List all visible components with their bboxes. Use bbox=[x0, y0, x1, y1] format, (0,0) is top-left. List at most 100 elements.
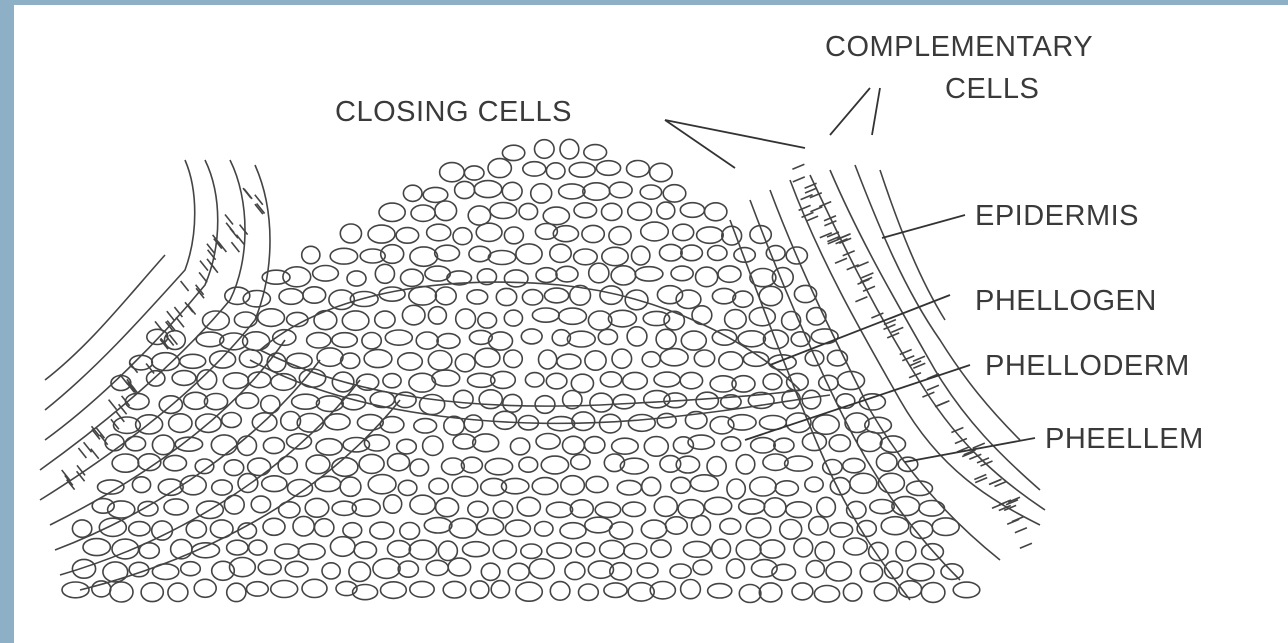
cell-wall bbox=[84, 442, 92, 452]
cell bbox=[582, 225, 604, 242]
cell bbox=[532, 478, 558, 495]
cell bbox=[279, 502, 300, 518]
cell bbox=[287, 434, 312, 449]
cell bbox=[340, 477, 361, 496]
cell-wall bbox=[169, 335, 177, 345]
cell bbox=[504, 310, 522, 326]
cell bbox=[739, 585, 761, 603]
cell bbox=[449, 518, 476, 538]
label-phelloderm: PHELLODERM bbox=[985, 350, 1190, 382]
cell bbox=[565, 562, 585, 579]
cell-wall bbox=[992, 503, 1004, 508]
cell bbox=[805, 351, 824, 366]
cell bbox=[722, 226, 742, 245]
cell bbox=[712, 288, 735, 303]
cell bbox=[751, 438, 776, 453]
cell bbox=[510, 438, 529, 455]
cell bbox=[164, 499, 188, 515]
cell-wall bbox=[990, 479, 1002, 484]
cell bbox=[103, 562, 128, 582]
cell bbox=[227, 583, 246, 601]
cell bbox=[341, 353, 360, 368]
cell-drawing bbox=[40, 139, 1045, 602]
cell bbox=[473, 434, 499, 452]
cell bbox=[464, 166, 484, 180]
cell bbox=[403, 185, 422, 201]
cell bbox=[164, 455, 187, 470]
cell-wall bbox=[181, 281, 189, 291]
cell bbox=[452, 476, 478, 496]
cell bbox=[623, 502, 646, 516]
cell bbox=[535, 522, 553, 537]
cell bbox=[727, 479, 745, 499]
complementary-pointer-b bbox=[872, 88, 880, 135]
cell bbox=[316, 396, 343, 412]
cell bbox=[125, 436, 145, 450]
cell bbox=[251, 496, 270, 513]
cell bbox=[728, 415, 756, 430]
cell bbox=[560, 523, 586, 539]
cell bbox=[211, 435, 237, 455]
cell bbox=[660, 349, 688, 366]
cell bbox=[388, 454, 410, 471]
cell bbox=[315, 519, 334, 537]
cell bbox=[263, 438, 284, 454]
cell bbox=[627, 327, 647, 346]
cell bbox=[364, 435, 389, 451]
cell bbox=[571, 374, 593, 392]
cell bbox=[600, 372, 621, 387]
cell bbox=[657, 413, 676, 427]
label-complementary-1: COMPLEMENTARY bbox=[825, 31, 1093, 63]
cell-wall bbox=[927, 385, 939, 390]
cell bbox=[843, 458, 865, 472]
cell bbox=[749, 307, 775, 325]
cell bbox=[502, 145, 524, 160]
cell bbox=[437, 334, 460, 349]
cell bbox=[292, 394, 320, 409]
cell bbox=[496, 288, 516, 305]
cell bbox=[488, 251, 515, 265]
cell bbox=[481, 563, 500, 580]
cell bbox=[298, 544, 325, 560]
cell bbox=[696, 267, 718, 287]
cell bbox=[502, 182, 522, 200]
cell bbox=[650, 163, 673, 181]
cell bbox=[330, 537, 355, 557]
cell bbox=[792, 583, 813, 600]
cell bbox=[343, 523, 362, 538]
cell bbox=[288, 480, 313, 497]
cell bbox=[302, 246, 320, 263]
cell bbox=[759, 286, 782, 305]
cell bbox=[666, 517, 688, 534]
cell bbox=[330, 248, 357, 264]
cell bbox=[516, 582, 542, 601]
cell bbox=[388, 541, 411, 558]
cell-wall bbox=[200, 261, 208, 271]
cell bbox=[809, 517, 828, 535]
cell bbox=[502, 478, 529, 493]
cell bbox=[478, 313, 497, 328]
cell bbox=[921, 583, 945, 603]
cell bbox=[455, 354, 475, 372]
cell bbox=[712, 330, 736, 345]
cell bbox=[227, 540, 248, 555]
cell bbox=[424, 518, 452, 533]
cell bbox=[383, 374, 401, 388]
cell bbox=[881, 517, 909, 535]
cell bbox=[476, 223, 502, 241]
cell bbox=[152, 521, 173, 540]
cell bbox=[595, 502, 620, 517]
cell bbox=[878, 473, 904, 493]
cell bbox=[919, 501, 945, 517]
cell bbox=[600, 414, 622, 433]
cell bbox=[305, 498, 329, 517]
label-pheellem: PHEELLEM bbox=[1045, 423, 1204, 455]
cell bbox=[212, 480, 233, 495]
cell bbox=[504, 350, 523, 368]
cell bbox=[384, 495, 402, 513]
cell bbox=[823, 460, 842, 475]
cell bbox=[448, 558, 470, 576]
cell bbox=[453, 228, 472, 245]
cell bbox=[373, 559, 400, 579]
cell bbox=[468, 206, 490, 225]
